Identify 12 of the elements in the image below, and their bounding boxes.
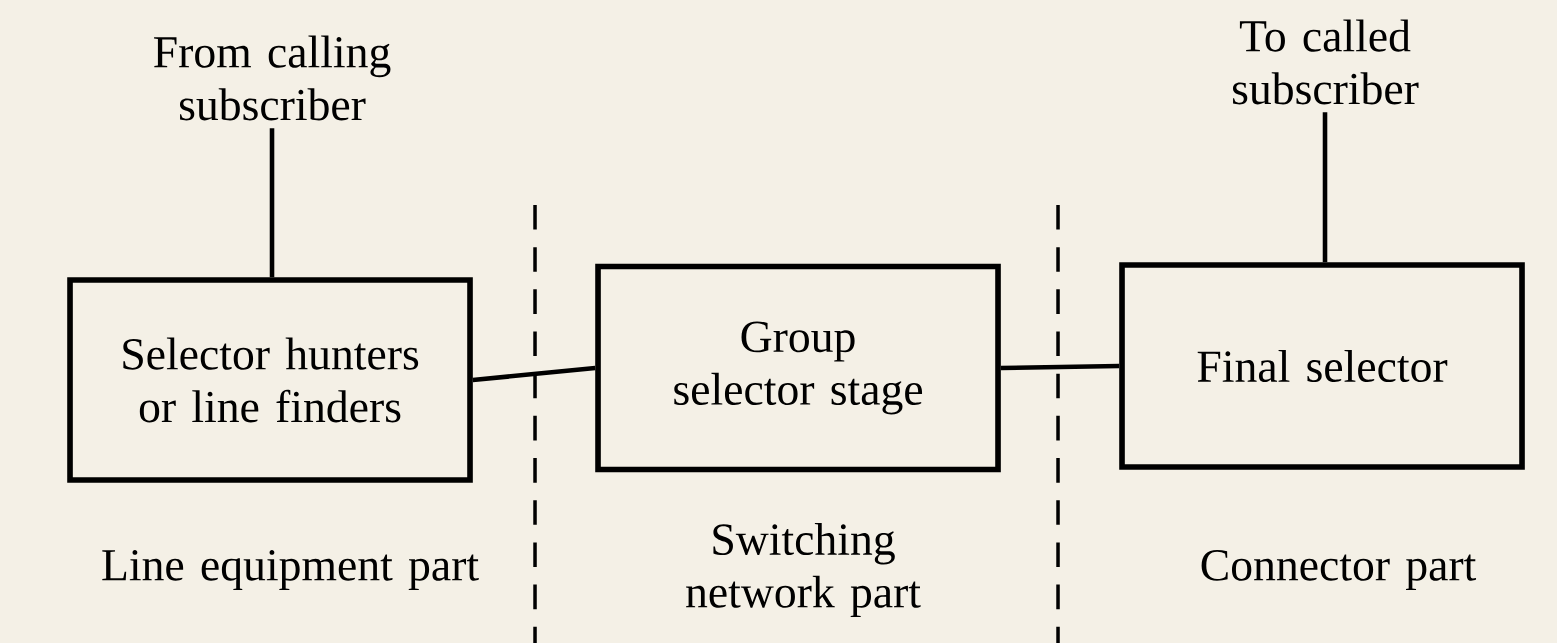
process-box: Final selector: [1119, 262, 1525, 470]
connector-line: [1000, 363, 1120, 371]
connector-line: [472, 365, 596, 383]
terminal-label: From calling subscriber: [154, 35, 391, 121]
process-box: Selector hunters or line finders: [67, 277, 473, 483]
connector-line: [269, 128, 275, 278]
terminal-label: To called subscriber: [1233, 19, 1419, 105]
section-label: Line equipment part: [102, 550, 479, 590]
process-box: Group selector stage: [595, 263, 1001, 473]
connector-line: [1322, 112, 1328, 263]
section-label: Connector part: [1201, 550, 1477, 590]
section-label: Switching network part: [686, 522, 921, 618]
